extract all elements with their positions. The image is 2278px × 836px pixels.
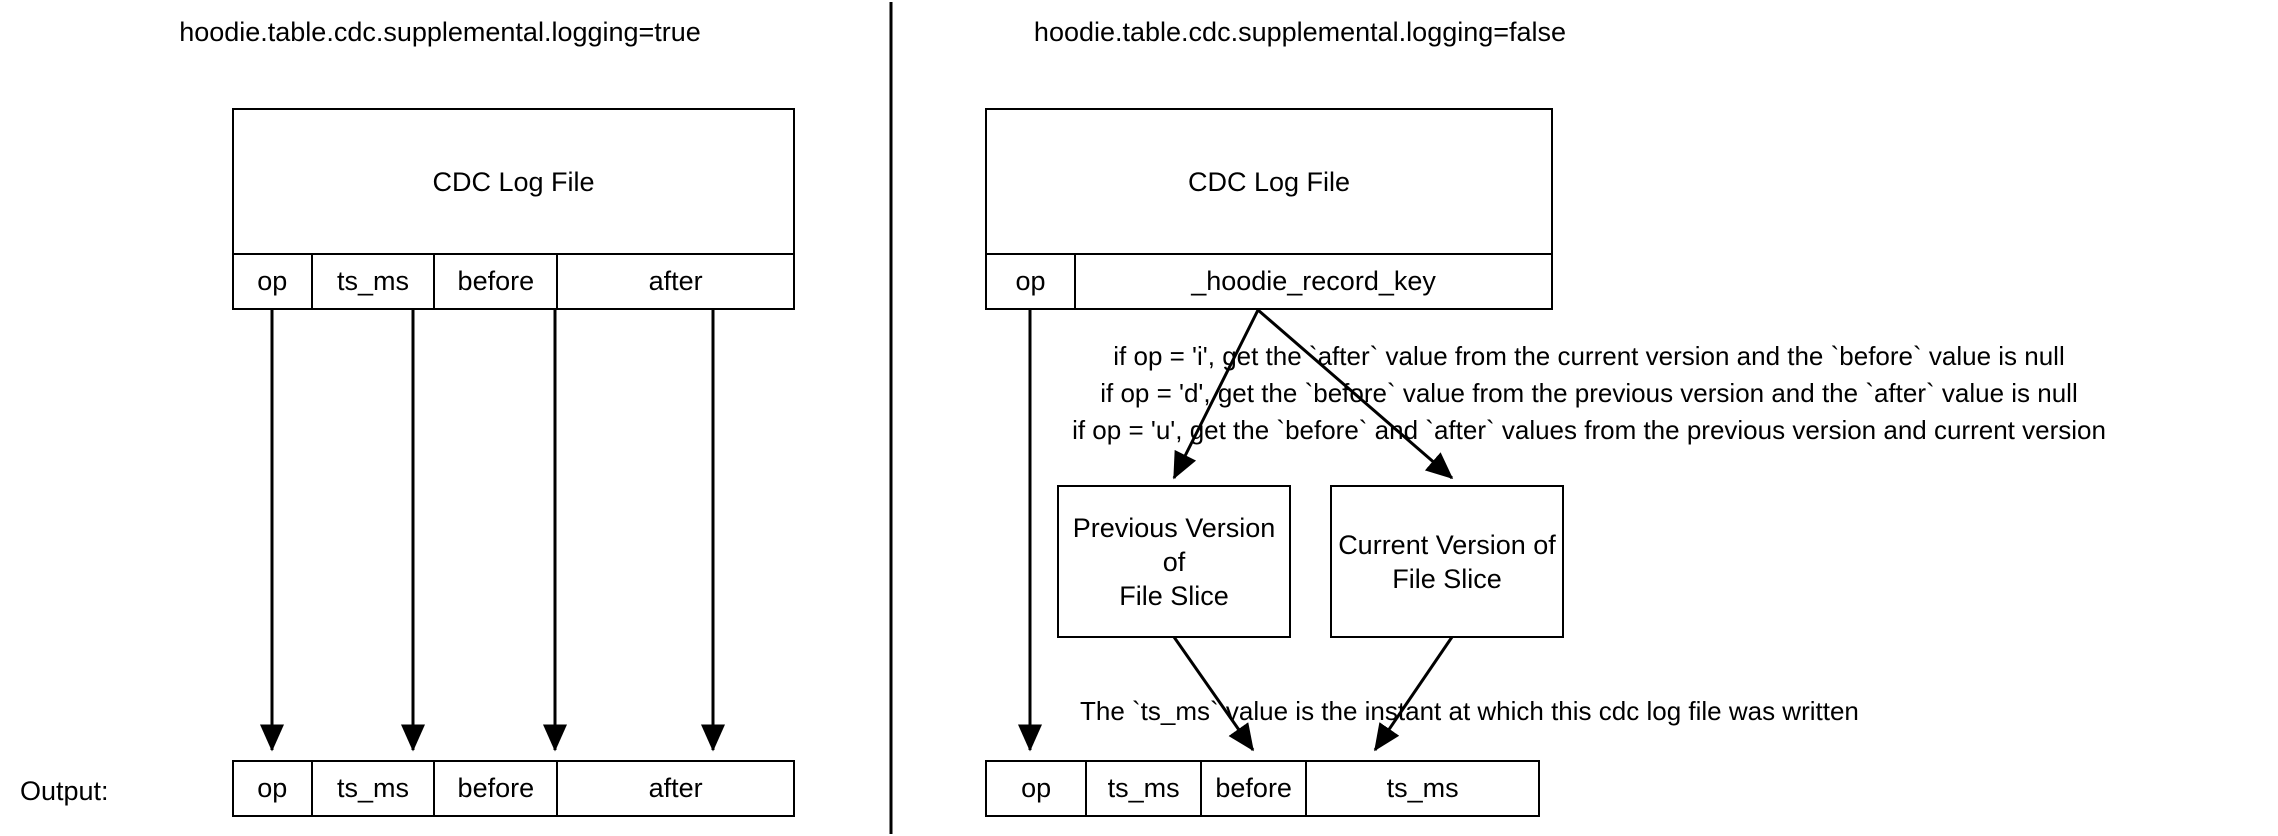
op-rule-delete: if op = 'd', get the `before` value from… <box>1100 378 2078 408</box>
ts-ms-note: The `ts_ms` value is the instant at whic… <box>1080 696 1859 726</box>
output-column-after: after <box>558 760 795 817</box>
right-panel-arrows <box>1018 308 1454 752</box>
output-label-left: Output: <box>20 776 109 806</box>
previous-version-line1: Previous Version of <box>1072 512 1276 577</box>
cdc-log-file-label-right: CDC Log File <box>1187 166 1351 197</box>
current-version-line1: Current Version of <box>1338 529 1556 560</box>
output-row-left: op ts_ms before after <box>232 760 795 817</box>
output-column-before-right: before <box>1202 760 1308 817</box>
output-column-op: op <box>232 760 313 817</box>
current-version-file-slice-box: Current Version of File Slice <box>1330 485 1564 638</box>
output-row-right: op ts_ms before ts_ms <box>985 760 1540 817</box>
output-column-ts-ms: ts_ms <box>312 760 436 817</box>
op-rules-notes: if op = 'i', get the `after` value from … <box>900 338 2278 449</box>
output-column-op-right: op <box>985 760 1088 817</box>
cdc-column-hoodie-record-key: _hoodie_record_key <box>1076 253 1553 310</box>
cdc-log-file-columns-left: op ts_ms before after <box>232 253 795 310</box>
cdc-column-ts-ms: ts_ms <box>312 253 436 310</box>
left-panel-arrows <box>260 310 725 752</box>
cdc-log-file-box-left: CDC Log File <box>232 108 795 253</box>
cdc-column-before: before <box>435 253 559 310</box>
previous-version-line2: File Slice <box>1119 580 1229 611</box>
panel-title-true: hoodie.table.cdc.supplemental.logging=tr… <box>179 17 701 47</box>
output-column-ts-ms-right: ts_ms <box>1087 760 1203 817</box>
cdc-log-file-box-right: CDC Log File <box>985 108 1553 253</box>
current-version-line2: File Slice <box>1392 563 1502 594</box>
output-column-ts-ms-2-right: ts_ms <box>1307 760 1540 817</box>
cdc-column-op-right: op <box>985 253 1077 310</box>
op-rule-insert: if op = 'i', get the `after` value from … <box>1113 341 2065 371</box>
output-column-before: before <box>435 760 559 817</box>
cdc-column-op: op <box>232 253 313 310</box>
panel-title-false: hoodie.table.cdc.supplemental.logging=fa… <box>1033 17 1567 47</box>
cdc-log-file-label-left: CDC Log File <box>432 166 595 197</box>
cdc-log-file-columns-right: op _hoodie_record_key <box>985 253 1553 310</box>
previous-version-file-slice-box: Previous Version of File Slice <box>1057 485 1291 638</box>
cdc-column-after: after <box>558 253 795 310</box>
op-rule-update: if op = 'u', get the `before` and `after… <box>1072 415 2106 445</box>
